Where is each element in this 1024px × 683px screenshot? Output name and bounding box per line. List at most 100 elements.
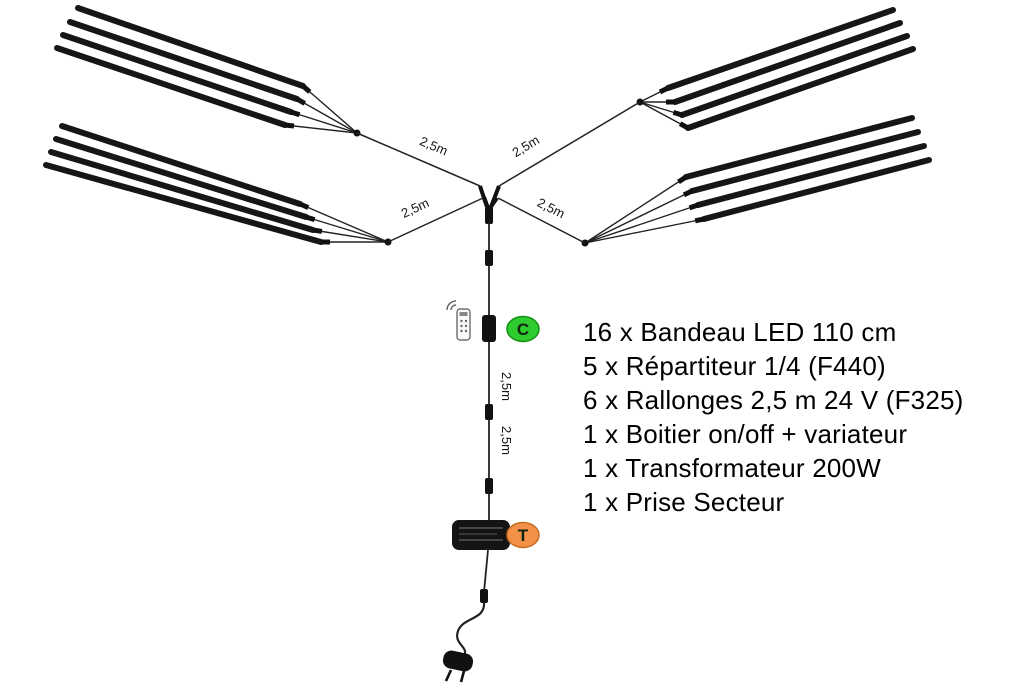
strip-end-connector bbox=[290, 109, 301, 118]
led-strip bbox=[53, 136, 309, 220]
led-strip-group-top-right bbox=[636, 7, 916, 131]
parts-list-item: 6 x Rallonges 2,5 m 24 V (F325) bbox=[583, 385, 964, 415]
led-strip bbox=[665, 7, 896, 91]
strip-cable bbox=[305, 216, 389, 243]
cable-connector bbox=[485, 404, 493, 420]
strip-cable bbox=[584, 176, 687, 244]
strip-end-connector bbox=[284, 122, 295, 129]
cable-length-label: 2,5m bbox=[399, 195, 432, 221]
center-connector bbox=[482, 196, 490, 209]
led-strip-group-bottom-right bbox=[581, 115, 932, 247]
parts-list-item: 16 x Bandeau LED 110 cm bbox=[583, 317, 897, 347]
remote-button bbox=[460, 319, 463, 323]
cable-length-label: 2,5m bbox=[499, 426, 514, 455]
led-strip bbox=[75, 5, 306, 89]
cable-connector bbox=[485, 478, 493, 494]
extension-cable bbox=[387, 197, 484, 243]
remote-screen bbox=[459, 312, 468, 316]
led-strip bbox=[672, 20, 903, 105]
cable-length-label: 2,5m bbox=[499, 372, 514, 401]
controller-badge-letter: C bbox=[517, 320, 529, 339]
cable-length-label: 2,5m bbox=[418, 133, 450, 158]
led-strip bbox=[695, 143, 927, 208]
transformer-body bbox=[452, 520, 510, 550]
led-strip bbox=[43, 162, 324, 245]
remote-button bbox=[460, 329, 463, 333]
strip-cable bbox=[639, 101, 689, 129]
center-connector bbox=[488, 196, 499, 210]
remote-body bbox=[456, 308, 471, 341]
led-strip bbox=[701, 157, 932, 222]
strip-cable bbox=[284, 124, 358, 134]
cable-length-label: 2,5m bbox=[535, 195, 568, 221]
plug-body bbox=[442, 650, 474, 672]
strip-end-connector bbox=[694, 216, 705, 224]
strip-cable bbox=[312, 229, 389, 243]
power-cord bbox=[456, 602, 486, 658]
transformer-badge-letter: T bbox=[518, 526, 529, 545]
strip-cable bbox=[302, 85, 358, 134]
strip-cable bbox=[290, 111, 358, 134]
strip-cable bbox=[296, 98, 358, 134]
extension-cable bbox=[497, 197, 586, 244]
remote-button bbox=[460, 324, 463, 328]
led-strip-group-top-left bbox=[54, 5, 361, 137]
plug-pin bbox=[459, 670, 466, 683]
strip-end-connector bbox=[301, 84, 312, 94]
remote-button bbox=[464, 324, 468, 328]
main-cable bbox=[456, 222, 493, 658]
extension-cable bbox=[356, 132, 481, 187]
strip-end-connector bbox=[677, 174, 688, 185]
extension-cable bbox=[498, 101, 641, 187]
strip-end-connector bbox=[658, 85, 670, 95]
led-strip bbox=[679, 33, 910, 118]
strip-cable bbox=[584, 204, 699, 244]
cable-connector bbox=[480, 589, 488, 603]
controller-badge-oval bbox=[506, 315, 540, 343]
led-strip bbox=[54, 45, 288, 128]
power-plug-icon bbox=[442, 650, 474, 683]
extension-cables bbox=[356, 101, 641, 244]
led-strip bbox=[689, 129, 921, 194]
transformer-badge-oval bbox=[506, 521, 540, 549]
wireless-wave-icon bbox=[450, 304, 457, 311]
cable-connector bbox=[485, 250, 493, 266]
led-strip bbox=[683, 115, 915, 180]
parts-list: 16 x Bandeau LED 110 cm 5 x Répartiteur … bbox=[583, 315, 964, 519]
cable-length-labels: 2,5m 2,5m 2,5m 2,5m 2,5m 2,5m bbox=[399, 132, 567, 455]
remote-button bbox=[464, 329, 468, 333]
center-connector-body bbox=[485, 207, 493, 224]
parts-list-item: 1 x Boitier on/off + variateur bbox=[583, 419, 908, 449]
cable-length-label: 2,5m bbox=[509, 132, 542, 160]
strip-end-connector bbox=[305, 214, 316, 223]
strip-end-connector bbox=[295, 96, 307, 106]
transformer-box bbox=[452, 520, 510, 550]
led-strip-group-bottom-left bbox=[43, 123, 392, 246]
strip-end-connector bbox=[672, 109, 683, 118]
center-splitter bbox=[478, 185, 501, 224]
parts-list-item: 1 x Prise Secteur bbox=[583, 487, 785, 517]
strip-end-connector bbox=[299, 201, 310, 210]
led-strip bbox=[685, 46, 916, 131]
led-strip bbox=[60, 32, 294, 115]
strip-end-connector bbox=[312, 227, 323, 234]
onoff-dimmer-box bbox=[482, 315, 496, 342]
strip-end-connector bbox=[678, 121, 690, 131]
strip-end-connector bbox=[682, 188, 694, 198]
strip-cable bbox=[299, 203, 389, 243]
strip-cable bbox=[584, 218, 705, 244]
wireless-wave-icon bbox=[446, 300, 457, 311]
strip-end-connector bbox=[688, 202, 699, 211]
vertical-cable bbox=[483, 549, 489, 593]
strip-cable bbox=[584, 190, 693, 244]
plug-pin bbox=[444, 669, 453, 682]
led-strip bbox=[67, 19, 300, 102]
led-strip bbox=[59, 123, 303, 207]
remote-button bbox=[464, 319, 468, 323]
led-strip bbox=[48, 149, 316, 233]
transformer-badge: T bbox=[506, 521, 540, 549]
parts-list-item: 1 x Transformateur 200W bbox=[583, 453, 881, 483]
parts-list-item: 5 x Répartiteur 1/4 (F440) bbox=[583, 351, 886, 381]
